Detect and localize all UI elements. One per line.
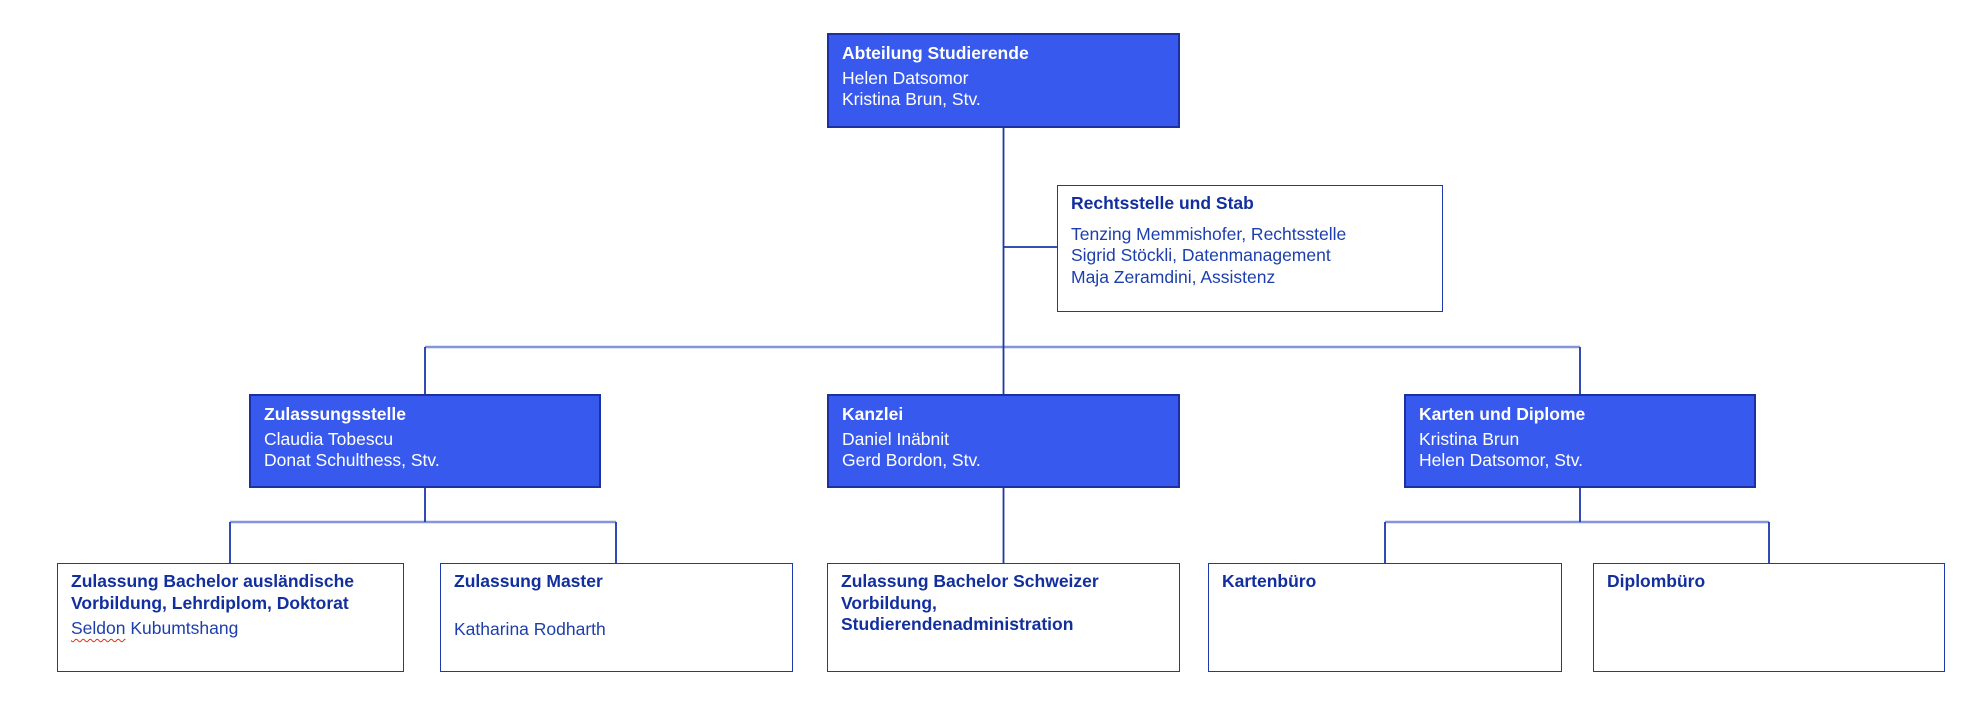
node-title: Karten und Diplome (1419, 404, 1586, 424)
node-title: Zulassung Master (454, 571, 603, 591)
node-title: Rechtsstelle und Stab (1071, 193, 1254, 213)
node-title: Kanzlei (842, 404, 904, 424)
node-person: Maja Zeramdini, Assistenz (1071, 266, 1276, 287)
node-title: Abteilung Studierende (842, 43, 1029, 63)
node-person: Helen Datsomor (842, 67, 969, 88)
node-title: Zulassungsstelle (264, 404, 406, 424)
node-rechtsstelle-und-stab: Rechtsstelle und Stab Tenzing Memmishofe… (1057, 185, 1443, 312)
node-kartenbuero: Kartenbüro (1208, 563, 1562, 672)
node-person: Sigrid Stöckli, Datenmanagement (1071, 245, 1331, 265)
misspelled-word: Seldon (71, 618, 126, 638)
node-karten-und-diplome: Karten und Diplome Kristina Brun Helen D… (1404, 394, 1756, 488)
node-kanzlei: Kanzlei Daniel Inäbnit Gerd Bordon, Stv. (827, 394, 1180, 488)
node-person: Daniel Inäbnit (842, 428, 950, 449)
node-person: Kristina Brun, Stv. (842, 89, 981, 109)
node-person: Kristina Brun (1419, 428, 1520, 449)
node-person: Seldon Kubumtshang (71, 618, 390, 640)
node-zulassung-master: Zulassung Master Katharina Rodharth (440, 563, 793, 672)
node-person: Tenzing Memmishofer, Rechtsstelle (1071, 223, 1347, 244)
node-person: Gerd Bordon, Stv. (842, 450, 981, 470)
node-person: Donat Schulthess, Stv. (264, 450, 440, 470)
node-person: Claudia Tobescu (264, 428, 394, 449)
node-abteilung-studierende: Abteilung Studierende Helen Datsomor Kri… (827, 33, 1180, 128)
node-title: Zulassung Bachelor Schweizer Vorbildung,… (841, 571, 1099, 634)
node-person-rest: Kubumtshang (125, 618, 239, 638)
node-title: Diplombüro (1607, 571, 1706, 591)
node-title: Zulassung Bachelor ausländische Vorbildu… (71, 571, 354, 613)
node-zulassungsstelle: Zulassungsstelle Claudia Tobescu Donat S… (249, 394, 601, 488)
node-diplombuero: Diplombüro (1593, 563, 1945, 672)
node-zulassung-bachelor-schweizer: Zulassung Bachelor Schweizer Vorbildung,… (827, 563, 1180, 672)
node-person: Helen Datsomor, Stv. (1419, 450, 1584, 470)
node-title: Kartenbüro (1222, 571, 1317, 591)
node-zulassung-bachelor-auslaendische: Zulassung Bachelor ausländische Vorbildu… (57, 563, 404, 672)
node-person: Katharina Rodharth (454, 618, 606, 639)
